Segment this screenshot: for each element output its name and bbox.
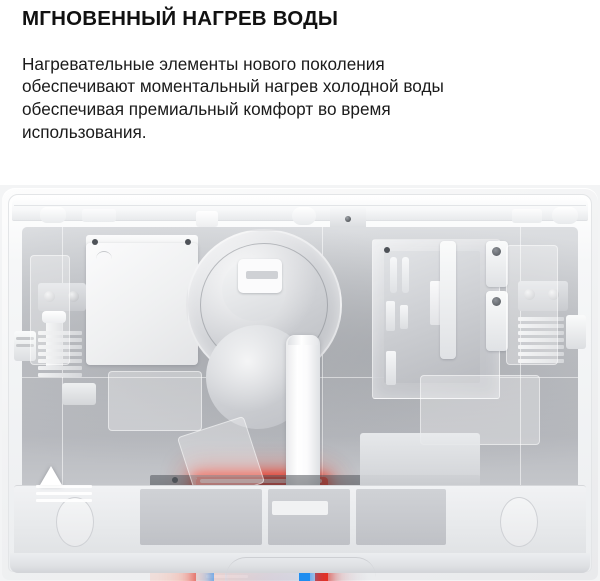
left-bracket-bolt-b	[68, 291, 79, 302]
hinge-hole-upper	[492, 247, 501, 256]
heat-exchanger-post-b	[400, 305, 408, 329]
heat-exchanger-slot-a	[390, 257, 397, 293]
top-clip-5	[512, 209, 542, 223]
left-heatsink-fins	[38, 331, 82, 377]
page-title: МГНОВЕННЫЙ НАГРЕВ ВОДЫ	[22, 7, 339, 30]
control-module-arc	[96, 251, 112, 261]
base-slot-right	[356, 489, 446, 545]
hinge-hole-lower	[492, 297, 501, 306]
text-block: МГНОВЕННЫЙ НАГРЕВ ВОДЫ Нагревательные эл…	[0, 0, 600, 185]
water-tube-cap	[288, 335, 318, 345]
heat-exchanger-slot-b	[402, 257, 409, 293]
base-arc-emboss	[226, 557, 376, 577]
hinge-arm-right-upper	[486, 241, 508, 287]
right-heatsink-fins	[518, 317, 564, 363]
top-clip-6	[552, 207, 578, 224]
heat-exchanger-post-c	[386, 351, 396, 385]
hinge-arm-right-lower	[486, 291, 508, 351]
lower-vent-plate	[360, 433, 480, 493]
base-slot-center	[268, 489, 350, 545]
control-module	[86, 243, 198, 365]
left-connector-ribs	[16, 337, 34, 340]
top-clip-2	[82, 209, 116, 222]
right-bracket-bolt-b	[548, 289, 559, 300]
heat-exchanger-tab	[430, 281, 441, 325]
top-clip-1	[40, 207, 66, 223]
flow-arrow-ribs	[36, 485, 92, 506]
base-center-fitting	[272, 501, 328, 515]
description-paragraph: Нагревательные элементы нового поколения…	[22, 53, 444, 142]
top-clip-4	[292, 207, 316, 225]
control-module-screw-left	[92, 239, 98, 245]
heat-exchanger-post-a	[386, 301, 395, 331]
left-connector-ribs-2	[16, 344, 34, 347]
product-image	[0, 185, 600, 581]
base-slot-left	[140, 489, 262, 545]
right-bracket-bolt-a	[524, 289, 535, 300]
flow-arrow-icon	[40, 466, 62, 485]
heat-exchanger-screw-a	[384, 247, 390, 253]
control-module-screw-right	[185, 239, 191, 245]
left-cap	[42, 311, 66, 323]
casing-top-seam	[14, 205, 586, 206]
top-clip-3	[196, 211, 218, 227]
right-connector-block	[566, 315, 586, 349]
base-oval-right	[500, 497, 538, 547]
hinge-arm-center	[440, 241, 456, 359]
lower-screw-a	[172, 477, 178, 483]
left-bracket-bolt-a	[44, 291, 55, 302]
left-lower-plate	[62, 383, 96, 405]
drum-clip-slot	[246, 271, 278, 279]
top-sensor-screw	[345, 216, 351, 222]
base-oval-left	[56, 497, 94, 547]
